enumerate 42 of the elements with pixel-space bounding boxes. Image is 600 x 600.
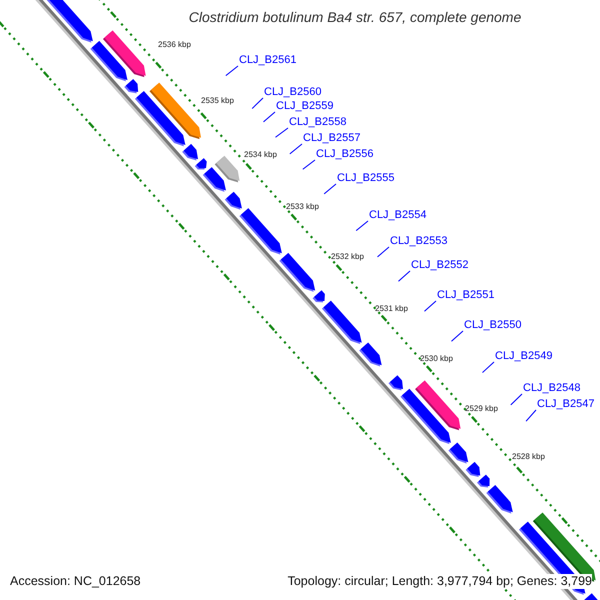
gene-label: CLJ_B2558 bbox=[289, 116, 346, 129]
scale-label: 2528 kbp bbox=[512, 452, 545, 462]
gene-label: CLJ_B2551 bbox=[437, 289, 494, 302]
gene-label: CLJ_B2548 bbox=[523, 382, 580, 395]
leader-line bbox=[356, 220, 368, 232]
gene-label: CLJ_B2559 bbox=[276, 100, 334, 113]
gene-label: CLJ_B2550 bbox=[464, 319, 522, 332]
scale-label: 2536 kbp bbox=[158, 40, 191, 50]
leader-line bbox=[252, 98, 264, 110]
leader-line bbox=[289, 144, 302, 154]
scale-label: 2530 kbp bbox=[420, 354, 453, 364]
gene-label: CLJ_B2547 bbox=[537, 398, 594, 411]
gene-label: CLJ_B2553 bbox=[390, 235, 448, 248]
leader-line bbox=[482, 362, 494, 374]
info-text: Topology: circular; Length: 3,977,794 bp; Genes: 3,799 bbox=[288, 574, 592, 589]
title: Clostridium botulinum Ba4 str. 657, complete genome bbox=[188, 9, 522, 26]
leader-line bbox=[302, 160, 316, 170]
leader-line bbox=[526, 410, 536, 422]
scale-label: 2533 kbp bbox=[286, 202, 319, 212]
gene-label: CLJ_B2552 bbox=[411, 259, 468, 272]
leader-line bbox=[510, 394, 522, 406]
scale-label: 2532 kbp bbox=[331, 252, 364, 262]
gene-label: CLJ_B2556 bbox=[316, 148, 374, 161]
leader-line bbox=[262, 112, 276, 122]
info-text: Accession: NC_012658 bbox=[10, 574, 141, 589]
leader-line bbox=[376, 246, 390, 258]
scale-label: 2535 kbp bbox=[201, 96, 234, 106]
leader-line bbox=[225, 66, 238, 76]
leader-line bbox=[424, 300, 436, 312]
scale-label: 2531 kbp bbox=[375, 304, 408, 314]
leader-line bbox=[450, 330, 464, 342]
leader-line bbox=[398, 270, 410, 282]
gene-label: CLJ_B2557 bbox=[303, 132, 360, 145]
gene-label: CLJ_B2560 bbox=[264, 86, 322, 99]
scale-label: 2534 kbp bbox=[244, 150, 277, 160]
gene-label: CLJ_B2554 bbox=[369, 209, 426, 222]
leader-line bbox=[275, 128, 288, 138]
scale-label: 2529 kbp bbox=[465, 404, 498, 414]
gene-label: CLJ_B2561 bbox=[239, 54, 296, 67]
leader-line bbox=[324, 184, 336, 194]
gene-label: CLJ_B2549 bbox=[495, 350, 552, 363]
gene-label: CLJ_B2555 bbox=[337, 172, 394, 185]
